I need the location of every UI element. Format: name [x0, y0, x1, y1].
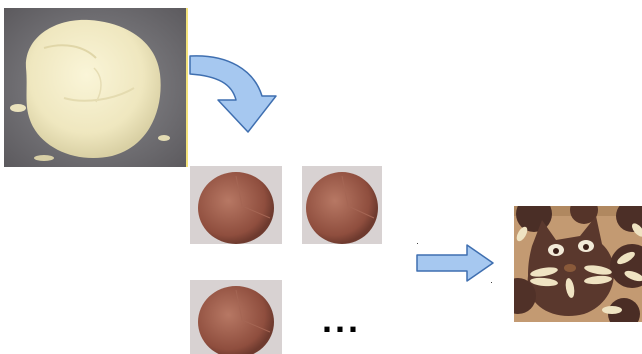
ellipsis-text: ... — [322, 302, 361, 338]
raw-dough-photo — [4, 8, 188, 167]
right-arrow-icon — [415, 243, 495, 283]
dough-ball-photo — [302, 166, 382, 244]
curved-arrow-icon — [188, 52, 288, 136]
dough-ball-photo — [190, 280, 282, 354]
dough-ball-photo — [190, 166, 282, 244]
cat-cookies-photo — [514, 206, 642, 322]
